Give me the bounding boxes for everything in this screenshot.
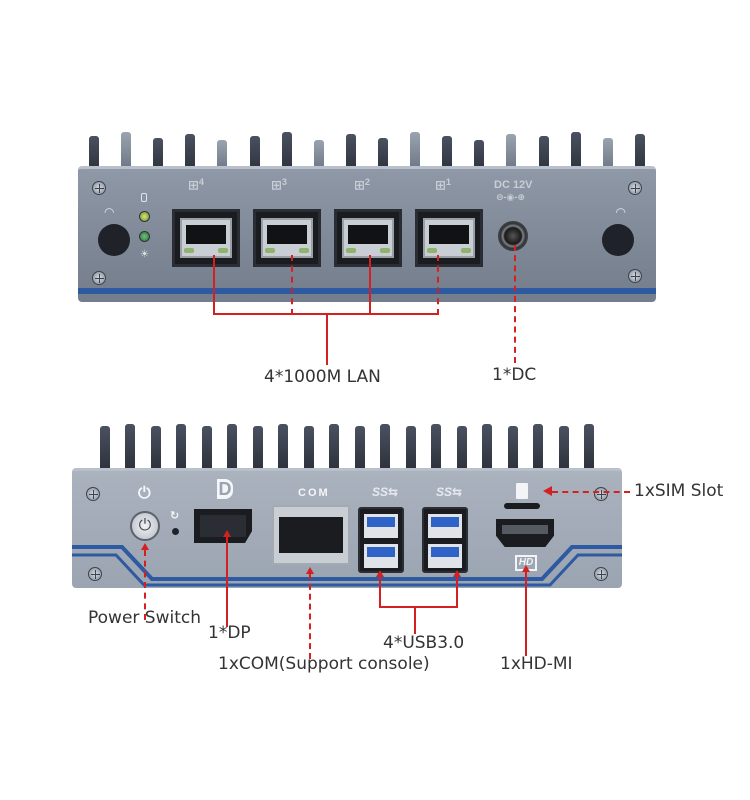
screw-icon <box>628 181 642 195</box>
usb-callout-arrow <box>453 570 461 577</box>
reset-icon: ↻ <box>170 510 180 522</box>
power-callout-line <box>144 550 146 620</box>
lan-callout-label: 4*1000M LAN <box>264 367 381 387</box>
wifi-icon: ◠ <box>615 205 626 219</box>
dp-callout-arrow <box>223 530 231 537</box>
antenna-hole-left <box>98 224 130 256</box>
com-callout-arrow <box>306 567 314 574</box>
dp-callout-label: 1*DP <box>208 623 251 643</box>
screw-icon <box>92 271 106 285</box>
hdmi-callout-label: 1xHD-MI <box>500 654 573 674</box>
usb-port-3[interactable] <box>428 514 462 538</box>
usb-callout-line <box>379 606 458 608</box>
lan-callout-line <box>213 313 438 315</box>
lan-port-4-label: ⊞4 <box>188 177 204 193</box>
lan-port-3-label: ⊞3 <box>271 177 287 193</box>
antenna-hole-right <box>602 224 634 256</box>
lan-port-2[interactable] <box>334 209 402 267</box>
usb-port-pair-right <box>422 507 468 573</box>
dp-callout-line <box>226 537 228 627</box>
dc-callout-line <box>514 245 516 363</box>
sim-card-icon <box>516 483 528 499</box>
power-led-icon: ☀ <box>140 249 149 260</box>
screw-icon <box>86 487 100 501</box>
lan-callout-line <box>437 255 439 315</box>
lan-callout-line <box>213 255 215 315</box>
blue-accent-stripe <box>72 545 622 587</box>
com-port-label: COM <box>298 487 330 499</box>
usb-superspeed-icon: SS⇆ <box>372 485 399 499</box>
dc-voltage-label: DC 12V <box>494 179 533 191</box>
lan-port-2-label: ⊞2 <box>354 177 370 193</box>
rear-panel-face: ◠ ◠ ☀ ⊞4 ⊞3 ⊞2 ⊞1 DC 12V ⊖-◉-⊕ <box>78 166 656 302</box>
usb-callout-label: 4*USB3.0 <box>383 633 465 653</box>
lan-callout-line <box>369 255 371 315</box>
wifi-icon: ◠ <box>104 205 115 219</box>
sim-callout-arrow <box>543 486 552 496</box>
sim-callout-label: 1xSIM Slot <box>634 481 724 501</box>
lan-port-3[interactable] <box>253 209 321 267</box>
power-icon: ⏻ <box>138 485 151 502</box>
power-callout-arrow <box>141 543 149 550</box>
usb-port-2[interactable] <box>364 544 398 568</box>
screw-icon <box>594 487 608 501</box>
com-callout-line <box>309 574 311 659</box>
lan-port-1[interactable] <box>415 209 483 267</box>
rear-panel-device: ◠ ◠ ☀ ⊞4 ⊞3 ⊞2 ⊞1 DC 12V ⊖-◉-⊕ <box>78 128 656 303</box>
hdd-led <box>139 211 150 222</box>
sim-callout-line <box>552 491 630 493</box>
screw-icon <box>92 181 106 195</box>
usb-callout-line <box>414 606 416 634</box>
usb-port-pair-left <box>358 507 404 573</box>
usb-callout-line <box>456 577 458 607</box>
power-button[interactable]: ⏻ <box>130 511 160 541</box>
front-panel-face: ⏻ ⏻ ↻ D COM SS⇆ SS⇆ HD <box>72 468 622 588</box>
lan-port-1-label: ⊞1 <box>435 177 451 193</box>
dc-polarity-icon: ⊖-◉-⊕ <box>496 192 525 202</box>
hdmi-callout-line <box>525 572 527 656</box>
power-callout-label: Power Switch <box>88 608 202 628</box>
power-led <box>139 231 150 242</box>
blue-accent-stripe <box>78 288 656 294</box>
usb-callout-line <box>379 577 381 607</box>
reset-button[interactable] <box>172 528 179 535</box>
usb-superspeed-icon: SS⇆ <box>436 485 463 499</box>
com-console-port[interactable] <box>272 505 350 565</box>
screw-icon <box>628 269 642 283</box>
hdmi-port[interactable] <box>496 519 554 547</box>
front-panel-device: ⏻ ⏻ ↻ D COM SS⇆ SS⇆ HD <box>72 418 622 588</box>
heatsink-fins <box>78 128 656 170</box>
lan-port-4[interactable] <box>172 209 240 267</box>
lan-callout-line <box>291 255 293 315</box>
heatsink-fins <box>92 418 602 468</box>
com-callout-label: 1xCOM(Support console) <box>218 654 430 674</box>
hdd-led-icon <box>141 193 147 202</box>
usb-callout-arrow <box>376 570 384 577</box>
power-icon: ⏻ <box>138 517 152 534</box>
usb-port-4[interactable] <box>428 544 462 568</box>
dc-callout-label: 1*DC <box>492 365 537 385</box>
hdmi-callout-arrow <box>522 565 530 572</box>
screw-icon <box>88 567 102 581</box>
displayport-icon: D <box>217 479 233 499</box>
lan-callout-line <box>326 313 328 365</box>
usb-port-1[interactable] <box>364 514 398 538</box>
displayport-port[interactable] <box>194 509 252 543</box>
screw-icon <box>594 567 608 581</box>
dc-power-jack[interactable] <box>498 221 528 251</box>
sim-card-slot[interactable] <box>504 503 540 509</box>
